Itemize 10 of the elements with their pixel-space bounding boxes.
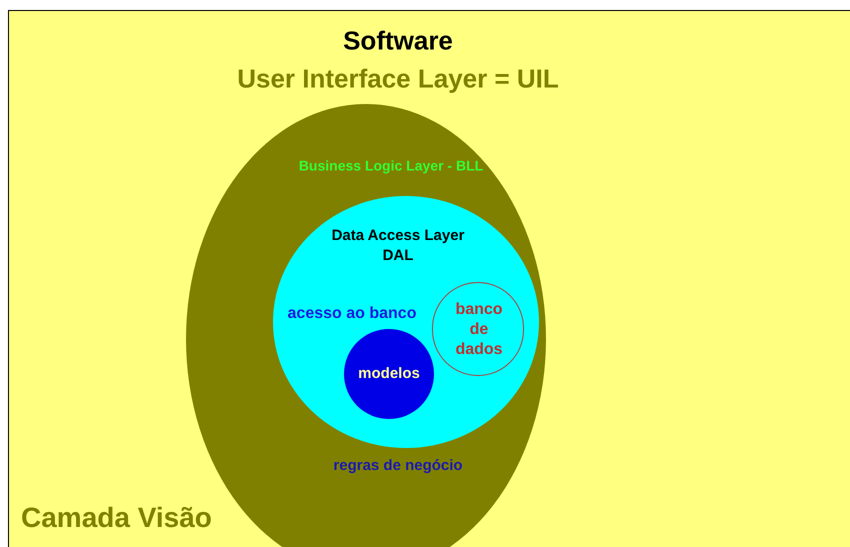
circle-label: modelos (358, 364, 420, 384)
layer-label: regras de negócio (333, 456, 463, 476)
diagram-heading: Software (343, 24, 453, 58)
layer-title: Data Access Layer DAL (330, 226, 466, 266)
circle-label: banco de dados (454, 300, 504, 360)
layer-title: Business Logic Layer - BLL (298, 156, 484, 176)
layer-title: User Interface Layer = UIL (237, 62, 559, 96)
layer-panel (8, 10, 850, 547)
layer-label: Camada Visão (21, 501, 212, 535)
layer-label: acesso ao banco (288, 304, 416, 324)
